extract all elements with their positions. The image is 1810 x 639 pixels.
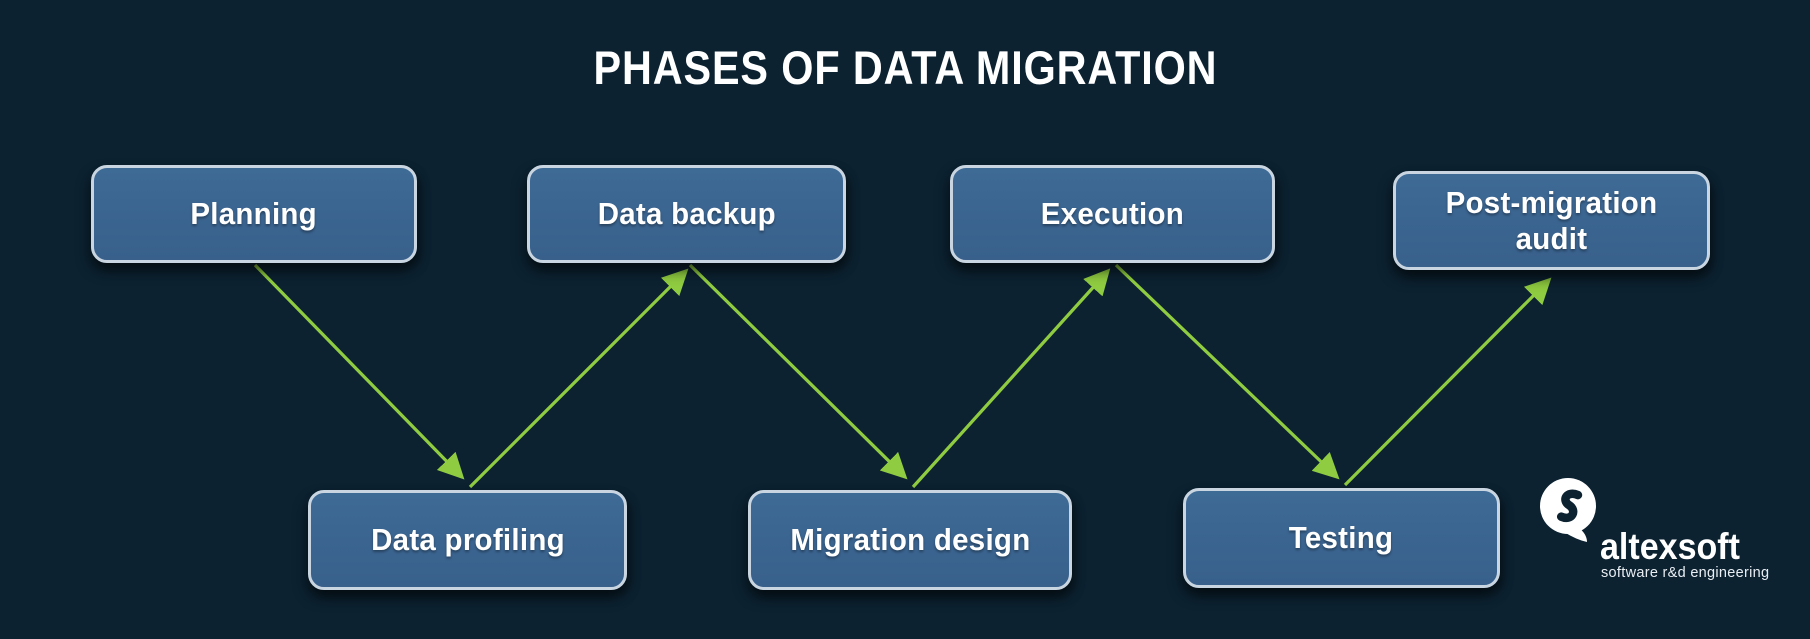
altexsoft-brand-text: altexsoft: [1600, 526, 1740, 567]
arrow-planning-to-data-profiling: [253, 263, 465, 480]
phase-box-data-profiling: Data profiling: [308, 490, 627, 590]
phase-box-execution: Execution: [950, 165, 1275, 263]
arrow-migration-design-to-execution: [911, 268, 1111, 489]
phase-label-migration-design: Migration design: [789, 522, 1031, 558]
arrow-execution-to-testing: [1114, 263, 1340, 480]
phase-label-data-backup: Data backup: [597, 196, 776, 232]
arrow-data-backup-to-migration-design: [688, 263, 908, 480]
phase-box-testing: Testing: [1183, 488, 1500, 588]
phase-box-migration-design: Migration design: [748, 490, 1072, 590]
altexsoft-logo: altexsoft software r&d engineering: [1538, 476, 1778, 588]
phase-box-planning: Planning: [91, 165, 417, 263]
diagram-title-text: PHASES OF DATA MIGRATION: [593, 41, 1217, 94]
phase-label-planning: Planning: [190, 196, 318, 232]
phase-label-post-migration-audit: Post-migration audit: [1445, 184, 1658, 256]
phase-box-post-migration-audit: Post-migration audit: [1393, 171, 1710, 270]
phase-label-execution: Execution: [1040, 196, 1185, 232]
phase-box-data-backup: Data backup: [527, 165, 846, 263]
phase-label-data-profiling: Data profiling: [370, 522, 565, 558]
diagram-title: PHASES OF DATA MIGRATION: [0, 40, 1810, 95]
altexsoft-a-mark-icon: [1540, 478, 1596, 542]
arrow-testing-to-post-migration-audit: [1343, 277, 1552, 487]
phase-label-testing: Testing: [1289, 520, 1394, 556]
arrow-data-profiling-to-data-backup: [468, 268, 689, 489]
altexsoft-tagline-text: software r&d engineering: [1601, 565, 1770, 581]
